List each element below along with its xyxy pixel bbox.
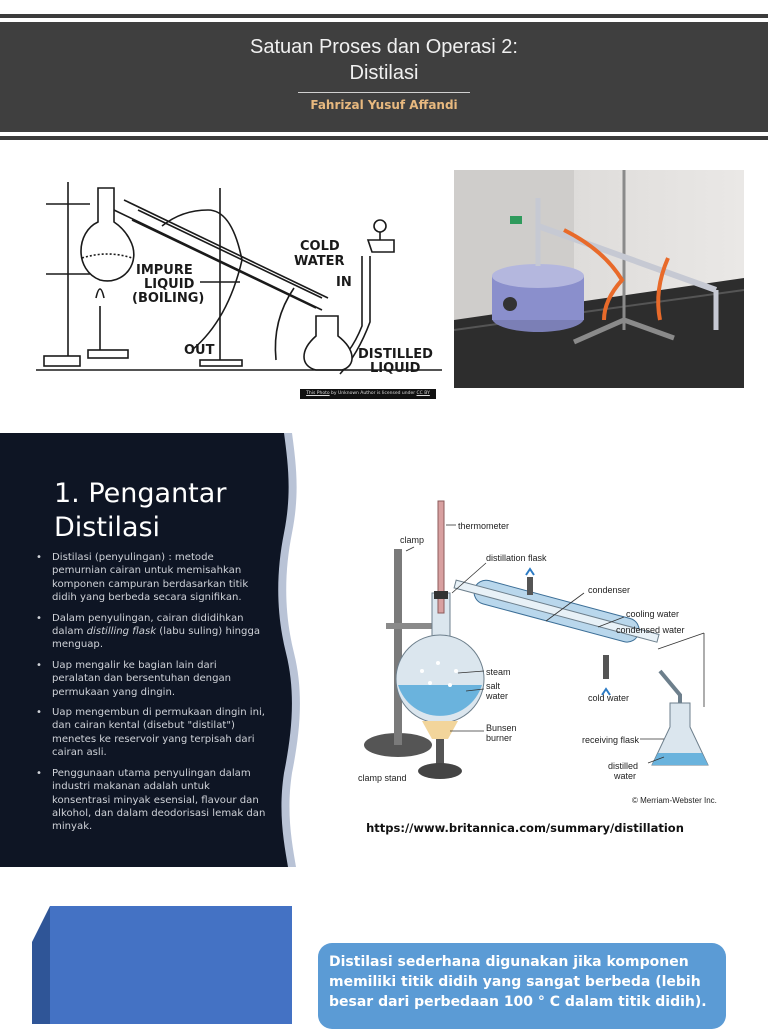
slide-title-line-2: Distilasi bbox=[349, 62, 419, 84]
label-salt: salt bbox=[486, 681, 501, 691]
callout-box: Distilasi sederhana digunakan jika kompo… bbox=[318, 943, 726, 1029]
label-bunsen: Bunsen bbox=[486, 723, 517, 733]
label-condenser: condenser bbox=[588, 585, 630, 595]
label-liquid: LIQUID bbox=[144, 277, 195, 292]
label-distilled-liquid: LIQUID bbox=[370, 361, 421, 376]
credit-license-link[interactable]: CC BY bbox=[416, 391, 430, 396]
title-slide: Satuan Proses dan Operasi 2: Distilasi F… bbox=[0, 0, 768, 412]
bullet-item: Dalam penyulingan, cairan dididihkan dal… bbox=[32, 612, 266, 652]
distillation-photo bbox=[454, 170, 744, 388]
bullet-item: Penggunaan utama penyulingan dalam indus… bbox=[32, 767, 266, 834]
intro-slide: 1. Pengantar Distilasi Distilasi (penyul… bbox=[0, 433, 768, 867]
bullet-item: Uap mengembun di permukaan dingin ini, d… bbox=[32, 706, 266, 760]
credit-photo-link[interactable]: This Photo bbox=[306, 391, 330, 396]
copyright-notice: © Merriam-Webster Inc. bbox=[632, 796, 717, 805]
distillation-line-drawing: COLD WATER IN OUT IMPURE LIQUID (BOILING… bbox=[36, 182, 442, 376]
bullet-italic: distilling flask bbox=[86, 626, 157, 638]
top-rule bbox=[0, 14, 768, 18]
label-distillation-flask: distillation flask bbox=[486, 553, 547, 563]
label-out: OUT bbox=[184, 343, 215, 358]
ribbon-fold bbox=[32, 906, 50, 1024]
title-band: Satuan Proses dan Operasi 2: Distilasi F… bbox=[0, 22, 768, 132]
bullet-text: (labu suling) hingga menguap. bbox=[52, 626, 261, 651]
slide-title-line-1: Satuan Proses dan Operasi 2: bbox=[250, 36, 518, 58]
title-divider bbox=[298, 92, 470, 93]
label-clamp-stand: clamp stand bbox=[358, 773, 407, 783]
label-impure: IMPURE bbox=[136, 263, 193, 278]
label-receiving-flask: receiving flask bbox=[582, 735, 640, 745]
bullet-list: Distilasi (penyulingan) : metode pemurni… bbox=[32, 551, 266, 841]
credit-text: by Unknown Author is licensed under bbox=[329, 391, 417, 396]
label-salt-water: water bbox=[485, 691, 508, 701]
label-water: WATER bbox=[294, 254, 345, 269]
source-url[interactable]: https://www.britannica.com/summary/disti… bbox=[366, 821, 684, 835]
simple-distillation-slide: Distilasi sederhana digunakan jika kompo… bbox=[0, 888, 768, 1029]
author-name: Fahrizal Yusuf Affandi bbox=[310, 98, 458, 112]
label-steam: steam bbox=[486, 667, 511, 677]
label-distilled: DISTILLED bbox=[358, 347, 433, 362]
label-boiling: (BOILING) bbox=[132, 291, 204, 306]
bullet-text: Dalam penyulingan, cairan dididihkan dal… bbox=[52, 612, 244, 638]
label-condensed-water: condensed water bbox=[616, 625, 685, 635]
label-burner: burner bbox=[486, 733, 512, 743]
bullet-item: Uap mengalir ke bagian lain dari peralat… bbox=[32, 659, 266, 699]
label-in: IN bbox=[336, 275, 352, 290]
bullet-item: Distilasi (penyulingan) : metode pemurni… bbox=[32, 551, 266, 605]
photo-credit: This Photo by Unknown Author is licensed… bbox=[300, 389, 436, 399]
section-banner bbox=[50, 906, 292, 1024]
label-distilled-water: water bbox=[613, 771, 636, 781]
section-heading-line-2: Distilasi bbox=[54, 512, 161, 543]
label-cold: COLD bbox=[300, 239, 340, 254]
section-heading: 1. Pengantar Distilasi bbox=[54, 477, 294, 545]
britannica-distillation-diagram: thermometer clamp distillation flask con… bbox=[340, 495, 730, 813]
section-heading-line-1: 1. Pengantar bbox=[54, 478, 227, 509]
label-cold-water: cold water bbox=[588, 693, 629, 703]
label-thermometer: thermometer bbox=[458, 521, 509, 531]
label-clamp: clamp bbox=[400, 535, 424, 545]
label-distilled: distilled bbox=[608, 761, 638, 771]
label-cooling-water: cooling water bbox=[626, 609, 679, 619]
bottom-rule bbox=[0, 136, 768, 140]
